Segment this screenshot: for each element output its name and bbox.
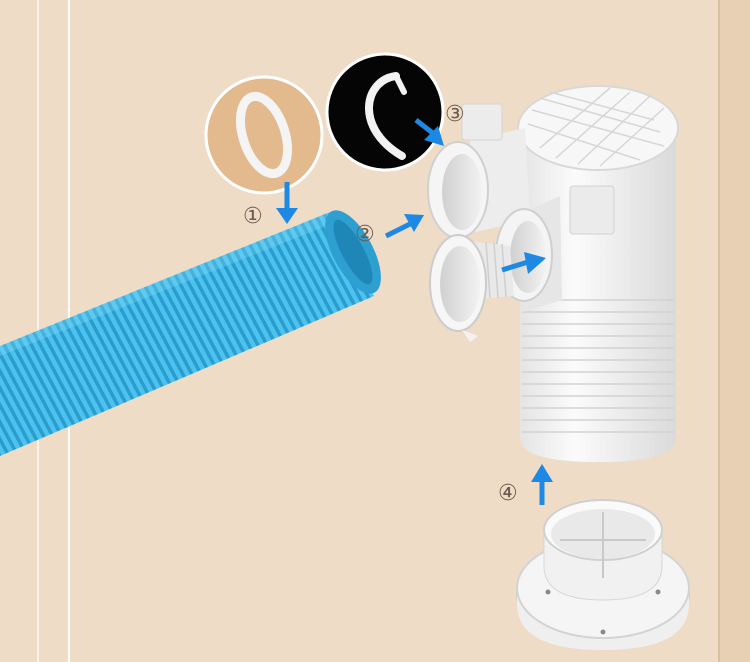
step-1-label: ①	[243, 204, 263, 229]
arrow-step-3	[414, 118, 444, 146]
collector-body	[427, 85, 679, 462]
step-4-label: ④	[498, 481, 518, 506]
flexible-duct	[0, 210, 381, 456]
arrows	[276, 118, 553, 505]
arrow-step-2	[384, 214, 424, 239]
step-2-label: ②	[355, 222, 375, 247]
callout-sealing-ring	[204, 75, 324, 195]
arrow-step-1	[276, 182, 298, 224]
wall-flange	[516, 499, 690, 650]
arrow-step-4	[531, 464, 553, 505]
adapter-socket	[429, 234, 514, 342]
step-3-label: ③	[445, 102, 465, 127]
wall-panel	[720, 0, 750, 662]
arrow-adapter	[501, 252, 546, 274]
callout-clip-ring	[325, 52, 445, 172]
